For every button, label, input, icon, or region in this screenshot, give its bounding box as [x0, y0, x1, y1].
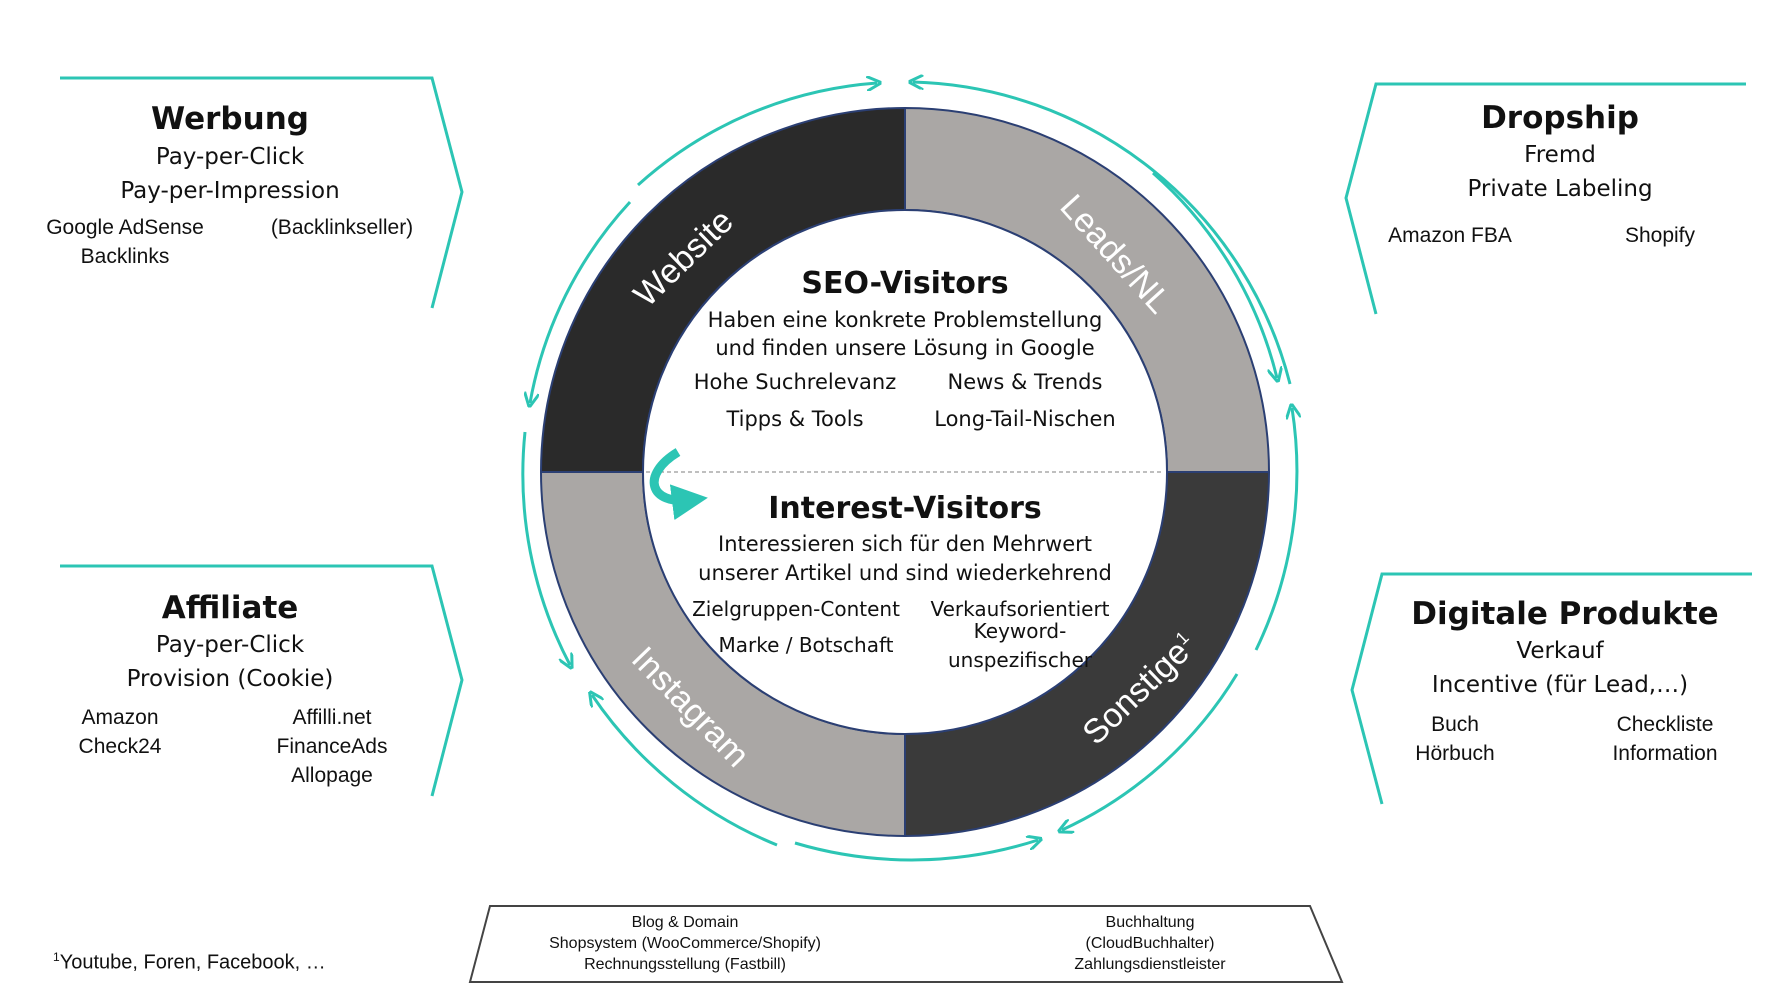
- interest-title: Interest-Visitors: [768, 491, 1042, 526]
- panel-digital-checkliste: Checkliste: [1616, 713, 1714, 736]
- cycle-arrows: [521, 82, 1297, 862]
- panel-digital-hoerbuch: Hörbuch: [1415, 742, 1495, 765]
- panel-dropship-amazonfba: Amazon FBA: [1388, 224, 1512, 247]
- footer-left-line2: Shopsystem (WooCommerce/Shopify): [549, 935, 821, 952]
- seo-title: SEO-Visitors: [801, 266, 1009, 301]
- seo-line1: Haben eine konkrete Problemstellung: [707, 308, 1103, 332]
- panel-digital-frame: [1350, 572, 1752, 805]
- interest-line1: Interessieren sich für den Mehrwert: [718, 532, 1092, 556]
- interest-kw-unspezifisch: unspezifischer: [947, 648, 1093, 672]
- transition-arrow-icon: [649, 448, 708, 521]
- cycle-arrow-left-upper: [530, 200, 632, 403]
- seo-kw-news: News & Trends: [947, 370, 1103, 394]
- panel-werbung-frame: [60, 76, 464, 309]
- cycle-arrow-top-left: [636, 83, 877, 187]
- panel-affiliate-allopage: Allopage: [291, 764, 373, 787]
- footer-right-line1: Buchhaltung: [1105, 914, 1195, 931]
- panel-dropship-title: Dropship: [1481, 100, 1639, 136]
- cycle-arrow-bottom-right: [794, 840, 1038, 862]
- panel-werbung-backlinkseller: (Backlinkseller): [270, 216, 414, 239]
- footer-base: [468, 905, 1344, 983]
- seo-kw-suchrelevanz: Hohe Suchrelevanz: [693, 370, 897, 394]
- cycle-arrow-bottom-left: [592, 695, 778, 847]
- cycle-arrow-right-lower: [1062, 673, 1239, 830]
- seo-kw-longtail: Long-Tail-Nischen: [934, 407, 1116, 431]
- panel-digital-line1: Verkauf: [1516, 638, 1604, 664]
- panel-digital-buch: Buch: [1431, 713, 1479, 736]
- footer-left-line3: Rechnungsstellung (Fastbill): [584, 956, 786, 973]
- footnote: 1Youtube, Foren, Facebook, …: [53, 950, 326, 974]
- panel-digital-line2: Incentive (für Lead,…): [1431, 672, 1689, 698]
- cycle-arrow-left-lower: [521, 431, 570, 665]
- panel-digital-title: Digitale Produkte: [1411, 596, 1719, 632]
- interest-kw-zielgruppen: Zielgruppen-Content: [692, 597, 900, 621]
- panel-werbung-line1: Pay-per-Click: [155, 144, 305, 170]
- panel-dropship-frame: [1344, 82, 1746, 315]
- panel-werbung-adsense: Google AdSense: [46, 216, 204, 239]
- panel-affiliate-line1: Pay-per-Click: [155, 632, 305, 658]
- panel-affiliate-title: Affiliate: [161, 590, 299, 626]
- panel-dropship-line1: Fremd: [1524, 142, 1596, 168]
- interest-kw-marke: Marke / Botschaft: [718, 633, 894, 657]
- panel-werbung-title: Werbung: [151, 101, 309, 137]
- panel-dropship-line2: Private Labeling: [1467, 176, 1653, 202]
- seo-kw-tipps: Tipps & Tools: [726, 407, 864, 431]
- panel-werbung-backlinks: Backlinks: [80, 245, 170, 268]
- interest-kw-verkauf: Verkaufsorientiert: [930, 597, 1110, 621]
- panel-affiliate-line2: Provision (Cookie): [126, 666, 334, 692]
- seo-line2: und finden unsere Lösung in Google: [715, 336, 1095, 360]
- cycle-arrow-right-top: [1152, 171, 1277, 378]
- footer-right-line2: (CloudBuchhalter): [1085, 935, 1215, 952]
- panel-affiliate-check24: Check24: [78, 735, 162, 758]
- footer-right-line3: Zahlungsdienstleister: [1074, 956, 1226, 973]
- panel-affiliate-affilli: Affilli.net: [292, 706, 372, 729]
- interest-line2: unserer Artikel und sind wiederkehrend: [698, 561, 1112, 585]
- panel-affiliate-amazon: Amazon: [81, 706, 159, 729]
- panel-digital-information: Information: [1612, 742, 1718, 765]
- panel-affiliate-financeads: FinanceAds: [276, 735, 388, 758]
- panel-dropship-shopify: Shopify: [1624, 224, 1696, 247]
- cycle-arrow-top-right: [913, 82, 1292, 385]
- panel-affiliate-frame: [60, 564, 464, 797]
- interest-kw-keyword: Keyword-: [973, 619, 1067, 643]
- cycle-arrow-right-upper: [1254, 408, 1297, 651]
- footer-left-line1: Blog & Domain: [631, 914, 739, 931]
- panel-werbung-line2: Pay-per-Impression: [120, 178, 340, 204]
